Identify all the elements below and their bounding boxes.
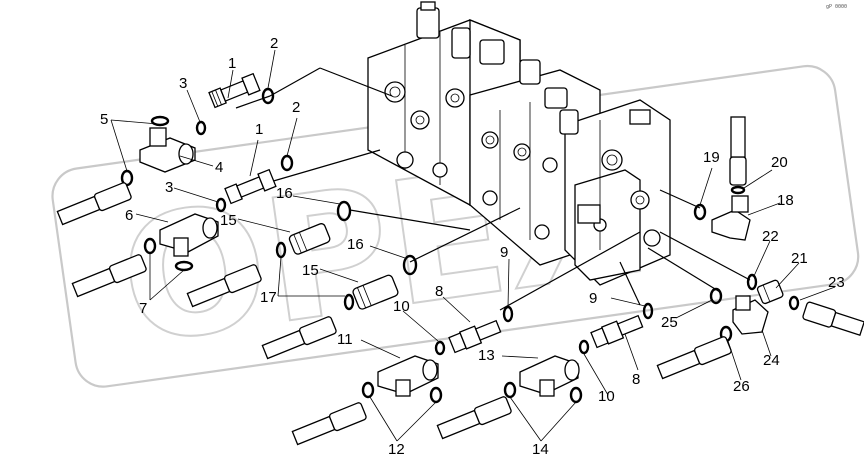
callout-12: 12 <box>388 441 405 458</box>
o-ring-12-left <box>361 381 375 399</box>
adapter-8-left <box>448 319 502 354</box>
o-ring-20 <box>730 185 746 195</box>
callout-26: 26 <box>733 378 750 395</box>
callout-2-upper: 2 <box>270 35 278 52</box>
callout-8-left: 8 <box>435 283 443 300</box>
callout-23: 23 <box>828 274 845 291</box>
callout-3-upper: 3 <box>179 75 187 92</box>
o-ring-12-right <box>429 386 443 404</box>
callout-5: 5 <box>100 111 108 128</box>
callout-4: 4 <box>215 159 223 176</box>
tee-fitting-13 <box>519 355 580 397</box>
callout-25: 25 <box>661 314 678 331</box>
callout-16-upper: 16 <box>276 185 293 202</box>
o-ring-17-lower <box>343 293 355 311</box>
callout-15-upper: 15 <box>220 212 237 229</box>
hoses <box>56 116 864 446</box>
callout-labels: 1 2 3 5 4 1 2 3 6 7 16 15 16 15 17 9 8 1… <box>100 35 845 458</box>
o-ring-16-lower <box>402 254 418 276</box>
callout-15-lower: 15 <box>302 262 319 279</box>
o-ring-22 <box>746 273 758 291</box>
callout-9-right: 9 <box>589 290 597 307</box>
o-ring-14-left <box>503 381 517 399</box>
callout-14: 14 <box>532 441 549 458</box>
o-ring-25 <box>709 287 723 305</box>
callout-7: 7 <box>139 300 147 317</box>
tee-fitting-6 <box>159 213 219 257</box>
callout-9-left: 9 <box>500 244 508 261</box>
callout-18: 18 <box>777 192 794 209</box>
o-ring-16-upper <box>336 200 352 222</box>
callout-6: 6 <box>125 207 133 224</box>
callout-22: 22 <box>762 228 779 245</box>
adapter-21 <box>756 279 784 305</box>
elbow-fitting-4 <box>139 127 196 173</box>
callout-21: 21 <box>791 250 808 267</box>
callout-2-lower: 2 <box>292 99 300 116</box>
callout-8-right: 8 <box>632 371 640 388</box>
o-ring-3-lower <box>215 197 227 213</box>
o-ring-14-right <box>569 386 583 404</box>
adapter-15-lower <box>352 274 399 310</box>
callout-10-right: 10 <box>598 388 615 405</box>
callout-1-upper: 1 <box>228 55 236 72</box>
elbow-fitting-24 <box>732 295 769 335</box>
callout-24: 24 <box>763 352 780 369</box>
adapter-1-lower <box>224 168 277 205</box>
adapter-15-upper <box>288 223 331 255</box>
callout-leaders <box>110 49 836 442</box>
callout-20: 20 <box>771 154 788 171</box>
callout-3-lower: 3 <box>165 179 173 196</box>
o-ring-9-right <box>642 302 654 320</box>
callout-1-lower: 1 <box>255 121 263 138</box>
o-ring-23 <box>788 295 800 311</box>
o-ring-2-upper <box>261 87 275 105</box>
o-ring-10-left <box>434 340 446 356</box>
callout-17: 17 <box>260 289 277 306</box>
o-ring-10-right <box>578 339 590 355</box>
drawing-code: gP 0000 <box>826 4 847 10</box>
callout-13: 13 <box>478 347 495 364</box>
callout-10-left: 10 <box>393 298 410 315</box>
o-ring-5-top <box>150 115 170 127</box>
o-ring-3-upper <box>195 120 207 136</box>
o-ring-19 <box>693 203 707 221</box>
elbow-fitting-18 <box>711 195 751 241</box>
callout-19: 19 <box>703 149 720 166</box>
callout-16-lower: 16 <box>347 236 364 253</box>
tee-fitting-11 <box>377 355 439 397</box>
adapter-1-upper <box>208 72 261 109</box>
callout-11: 11 <box>337 331 353 348</box>
adapter-8-right <box>590 314 644 349</box>
control-valve-block <box>367 1 671 286</box>
